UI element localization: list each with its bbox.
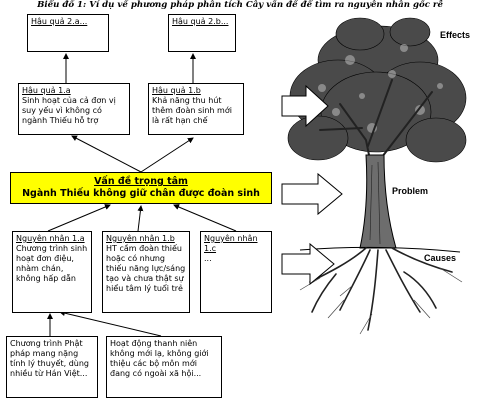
effect-1a-text: Sinh hoạt của cả đơn vị suy yếu vì không… [22,96,116,125]
problem-text: Ngành Thiếu không giữ chân được đoàn sin… [22,188,260,199]
arrow-1c-problem [173,204,237,232]
arrow-to-effects-icon [281,84,329,128]
effect-2b-box: Hậu quả 2.b... [168,14,236,52]
problem-heading: Vấn đề trọng tâm [94,176,188,187]
effect-1b-box: Hậu quả 1.b Khả năng thu hút thêm đoàn s… [148,83,244,135]
cause-1b-text: HT cầm đoàn thiếu hoặc có nhưng thiếu nă… [106,244,186,293]
cause-1c-box: Nguyên nhân 1.c ... [200,231,272,313]
page-title: Biểu đồ 1: Ví dụ về phương pháp phân tíc… [37,0,443,10]
tree-label-problem: Problem [392,186,429,196]
root-cause-2-text: Hoạt động thanh niên không mới lạ, không… [110,339,209,378]
arrow-root2-1a [59,310,162,337]
cause-1c-text: ... [204,254,212,263]
tree-label-causes: Causes [424,253,457,263]
effect-1a-label: Hậu quả 1.a [22,86,71,95]
arrow-problem-1a [71,135,142,173]
cause-1c-label: Nguyên nhân 1.c [204,234,258,253]
effect-2a-label: Hậu quả 2.a... [31,17,88,26]
tree-arrows [281,84,343,286]
root-cause-1-box: Chương trình Phật pháp mang nặng tính lý… [6,336,98,398]
arrow-to-causes-icon [281,242,335,286]
cause-1a-text: Chương trình sinh hoạt đơn điệu, nhàm ch… [16,244,88,283]
cause-1b-label: Nguyên nhân 1.b [106,234,175,243]
problem-box: Vấn đề trọng tâm Ngành Thiếu không giữ c… [10,172,272,204]
tree-label-effects: Effects [440,30,471,40]
cause-1b-box: Nguyên nhân 1.b HT cầm đoàn thiếu hoặc c… [102,231,190,313]
root-cause-1-text: Chương trình Phật pháp mang nặng tính lý… [10,339,89,378]
effect-1a-box: Hậu quả 1.a Sinh hoạt của cả đơn vị suy … [18,83,130,135]
cause-1a-box: Nguyên nhân 1.a Chương trình sinh hoạt đ… [12,231,92,313]
arrow-1b-problem [137,205,144,232]
arrow-to-problem-icon [281,172,343,216]
tree-illustration [287,17,467,335]
effect-2a-box: Hậu quả 2.a... [27,14,109,52]
effect-2b-label: Hậu quả 2.b... [172,17,229,26]
arrow-1a-problem [47,204,111,232]
root-cause-2-box: Hoạt động thanh niên không mới lạ, không… [106,336,222,398]
effect-1b-text: Khả năng thu hút thêm đoàn sinh mới là r… [152,96,232,125]
effect-1b-label: Hậu quả 1.b [152,86,201,95]
cause-1a-label: Nguyên nhân 1.a [16,234,85,243]
arrow-problem-1b [140,137,194,173]
